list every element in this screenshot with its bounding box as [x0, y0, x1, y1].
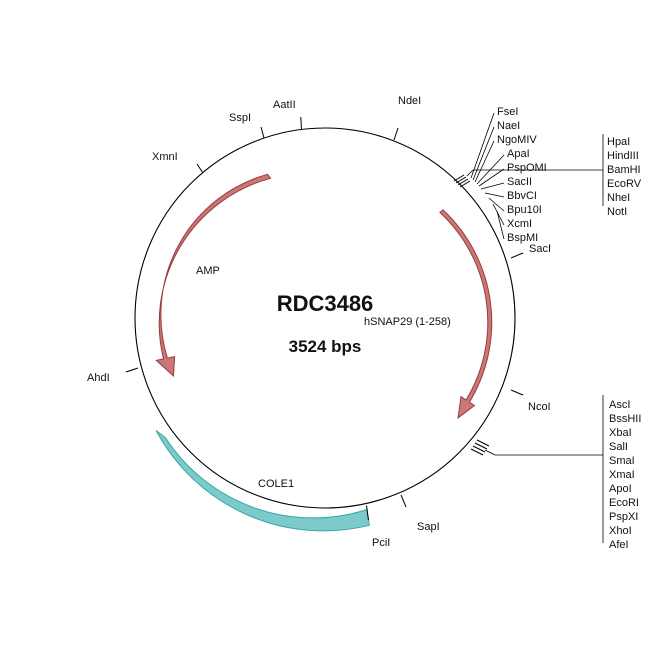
site-label-fsei: FseI [497, 106, 518, 118]
site-ticks [125, 116, 524, 521]
site-label-smai: SmaI [609, 455, 635, 467]
plasmid-size: 3524 bps [289, 337, 362, 356]
site-label-noti: NotI [607, 206, 627, 218]
plasmid-name: RDC3486 [277, 291, 374, 316]
site-label-apai: ApaI [507, 148, 530, 160]
site-label-bspmi: BspMI [507, 232, 538, 244]
site-label-bamhi: BamHI [607, 164, 641, 176]
mcs-bottom-right-leader [470, 395, 604, 543]
site-label-xmni: XmnI [152, 151, 178, 163]
site-label-hpai: HpaI [607, 136, 630, 148]
site-label-sali: SalI [609, 441, 628, 453]
site-label-afei: AfeI [609, 539, 629, 551]
site-label-ahdi: AhdI [87, 372, 110, 384]
site-label-ngomiv: NgoMIV [497, 134, 537, 146]
mcs-top-right-labels: HpaI HindIII BamHI EcoRV NheI NotI [607, 136, 642, 218]
site-label-xhoi: XhoI [609, 525, 632, 537]
feature-label-amp: AMP [196, 265, 220, 277]
site-label-pspxi: PspXI [609, 511, 638, 523]
mcs-top-left-labels: FseI NaeI NgoMIV ApaI PspOMI SacII BbvCI… [497, 106, 547, 244]
mcs-bottom-right-labels: AscI BssHII XbaI SalI SmaI XmaI ApoI Eco… [609, 399, 641, 551]
site-label-ecorv: EcoRV [607, 178, 642, 190]
site-label-bsshii: BssHII [609, 413, 641, 425]
site-label-asci: AscI [609, 399, 630, 411]
site-label-pspomi: PspOMI [507, 162, 547, 174]
site-label-bpu10i: Bpu10I [507, 204, 542, 216]
feature-amp-arrow[interactable] [155, 173, 272, 378]
feature-label-cole1: COLE1 [258, 478, 294, 490]
feature-label-insert: hSNAP29 (1-258) [364, 316, 451, 328]
site-label-ncoi: NcoI [528, 401, 551, 413]
site-label-xbai: XbaI [609, 427, 632, 439]
site-label-xmai: XmaI [609, 469, 635, 481]
site-label-aatii: AatII [273, 99, 296, 111]
site-label-nhei: NheI [607, 192, 630, 204]
feature-insert-arrow[interactable] [439, 209, 493, 420]
site-label-pcii: PciI [372, 537, 390, 549]
site-label-sapi: SapI [417, 521, 440, 533]
mcs-top-right-leader [453, 134, 604, 206]
site-label-bbvci: BbvCI [507, 190, 537, 202]
site-label-sspi: SspI [229, 112, 251, 124]
site-label-ndei: NdeI [398, 95, 421, 107]
site-label-naei: NaeI [497, 120, 520, 132]
mcs-top-left-leaders [470, 112, 505, 240]
site-label-hindiii: HindIII [607, 150, 639, 162]
site-label-ecori: EcoRI [609, 497, 639, 509]
site-label-saci: SacI [529, 243, 551, 255]
site-label-xcmi: XcmI [507, 218, 532, 230]
site-label-sacii: SacII [507, 176, 532, 188]
plasmid-backbone [134, 127, 516, 509]
site-label-apoi: ApoI [609, 483, 632, 495]
